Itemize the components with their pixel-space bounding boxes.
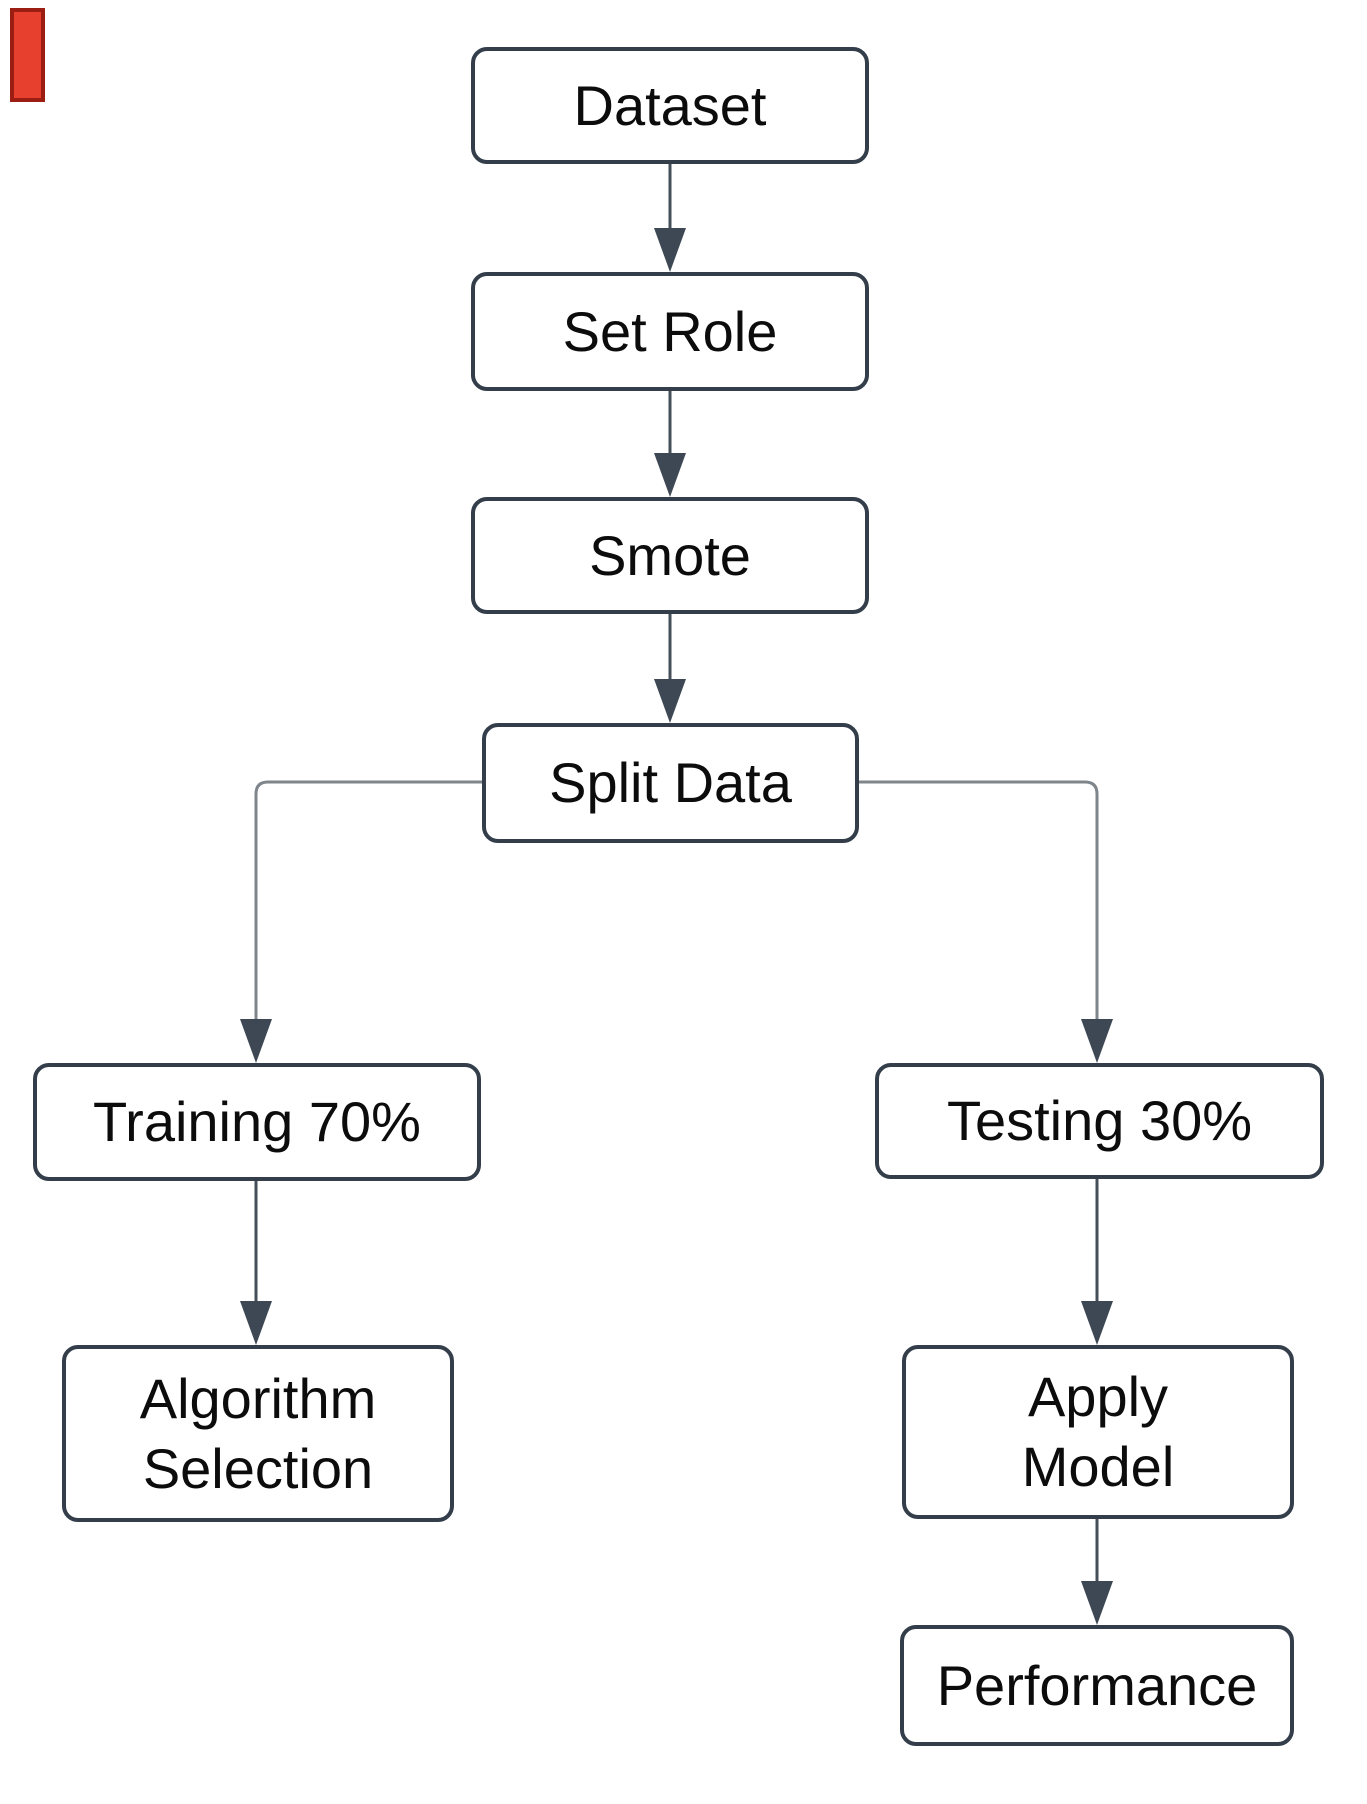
node-performance: Performance xyxy=(900,1625,1294,1746)
node-smote: Smote xyxy=(471,497,869,614)
node-performance-label: Performance xyxy=(936,1653,1258,1717)
node-apply-model-label: Apply Model xyxy=(1021,1365,1175,1498)
node-split-data-label: Split Data xyxy=(549,751,792,814)
node-smote-label: Smote xyxy=(589,523,751,587)
node-training-70-label: Training 70% xyxy=(93,1090,421,1153)
node-apply-model: Apply Model xyxy=(902,1345,1294,1519)
node-set-role: Set Role xyxy=(471,272,869,391)
edge-splitdata-to-training xyxy=(254,780,482,1021)
node-algorithm-selection-label: Algorithm Selection xyxy=(139,1366,377,1500)
node-split-data: Split Data xyxy=(482,723,859,843)
node-algorithm-selection: Algorithm Selection xyxy=(62,1345,454,1522)
node-dataset: Dataset xyxy=(471,47,869,164)
node-set-role-label: Set Role xyxy=(562,299,778,363)
arrowhead-smote xyxy=(654,453,686,497)
arrowhead-testing xyxy=(1081,1019,1113,1063)
node-dataset-label: Dataset xyxy=(573,73,767,137)
red-marker xyxy=(10,8,45,102)
arrowhead-performance xyxy=(1081,1581,1113,1625)
arrowhead-applymodel xyxy=(1081,1301,1113,1345)
arrowhead-setrole xyxy=(654,228,686,272)
arrowhead-splitdata xyxy=(654,679,686,723)
node-testing-30-label: Testing 30% xyxy=(946,1089,1253,1152)
arrowhead-algorithm xyxy=(240,1301,272,1345)
node-training-70: Training 70% xyxy=(33,1063,481,1181)
edge-splitdata-to-testing xyxy=(858,780,1099,1021)
node-testing-30: Testing 30% xyxy=(875,1063,1324,1179)
arrowhead-training xyxy=(240,1019,272,1063)
